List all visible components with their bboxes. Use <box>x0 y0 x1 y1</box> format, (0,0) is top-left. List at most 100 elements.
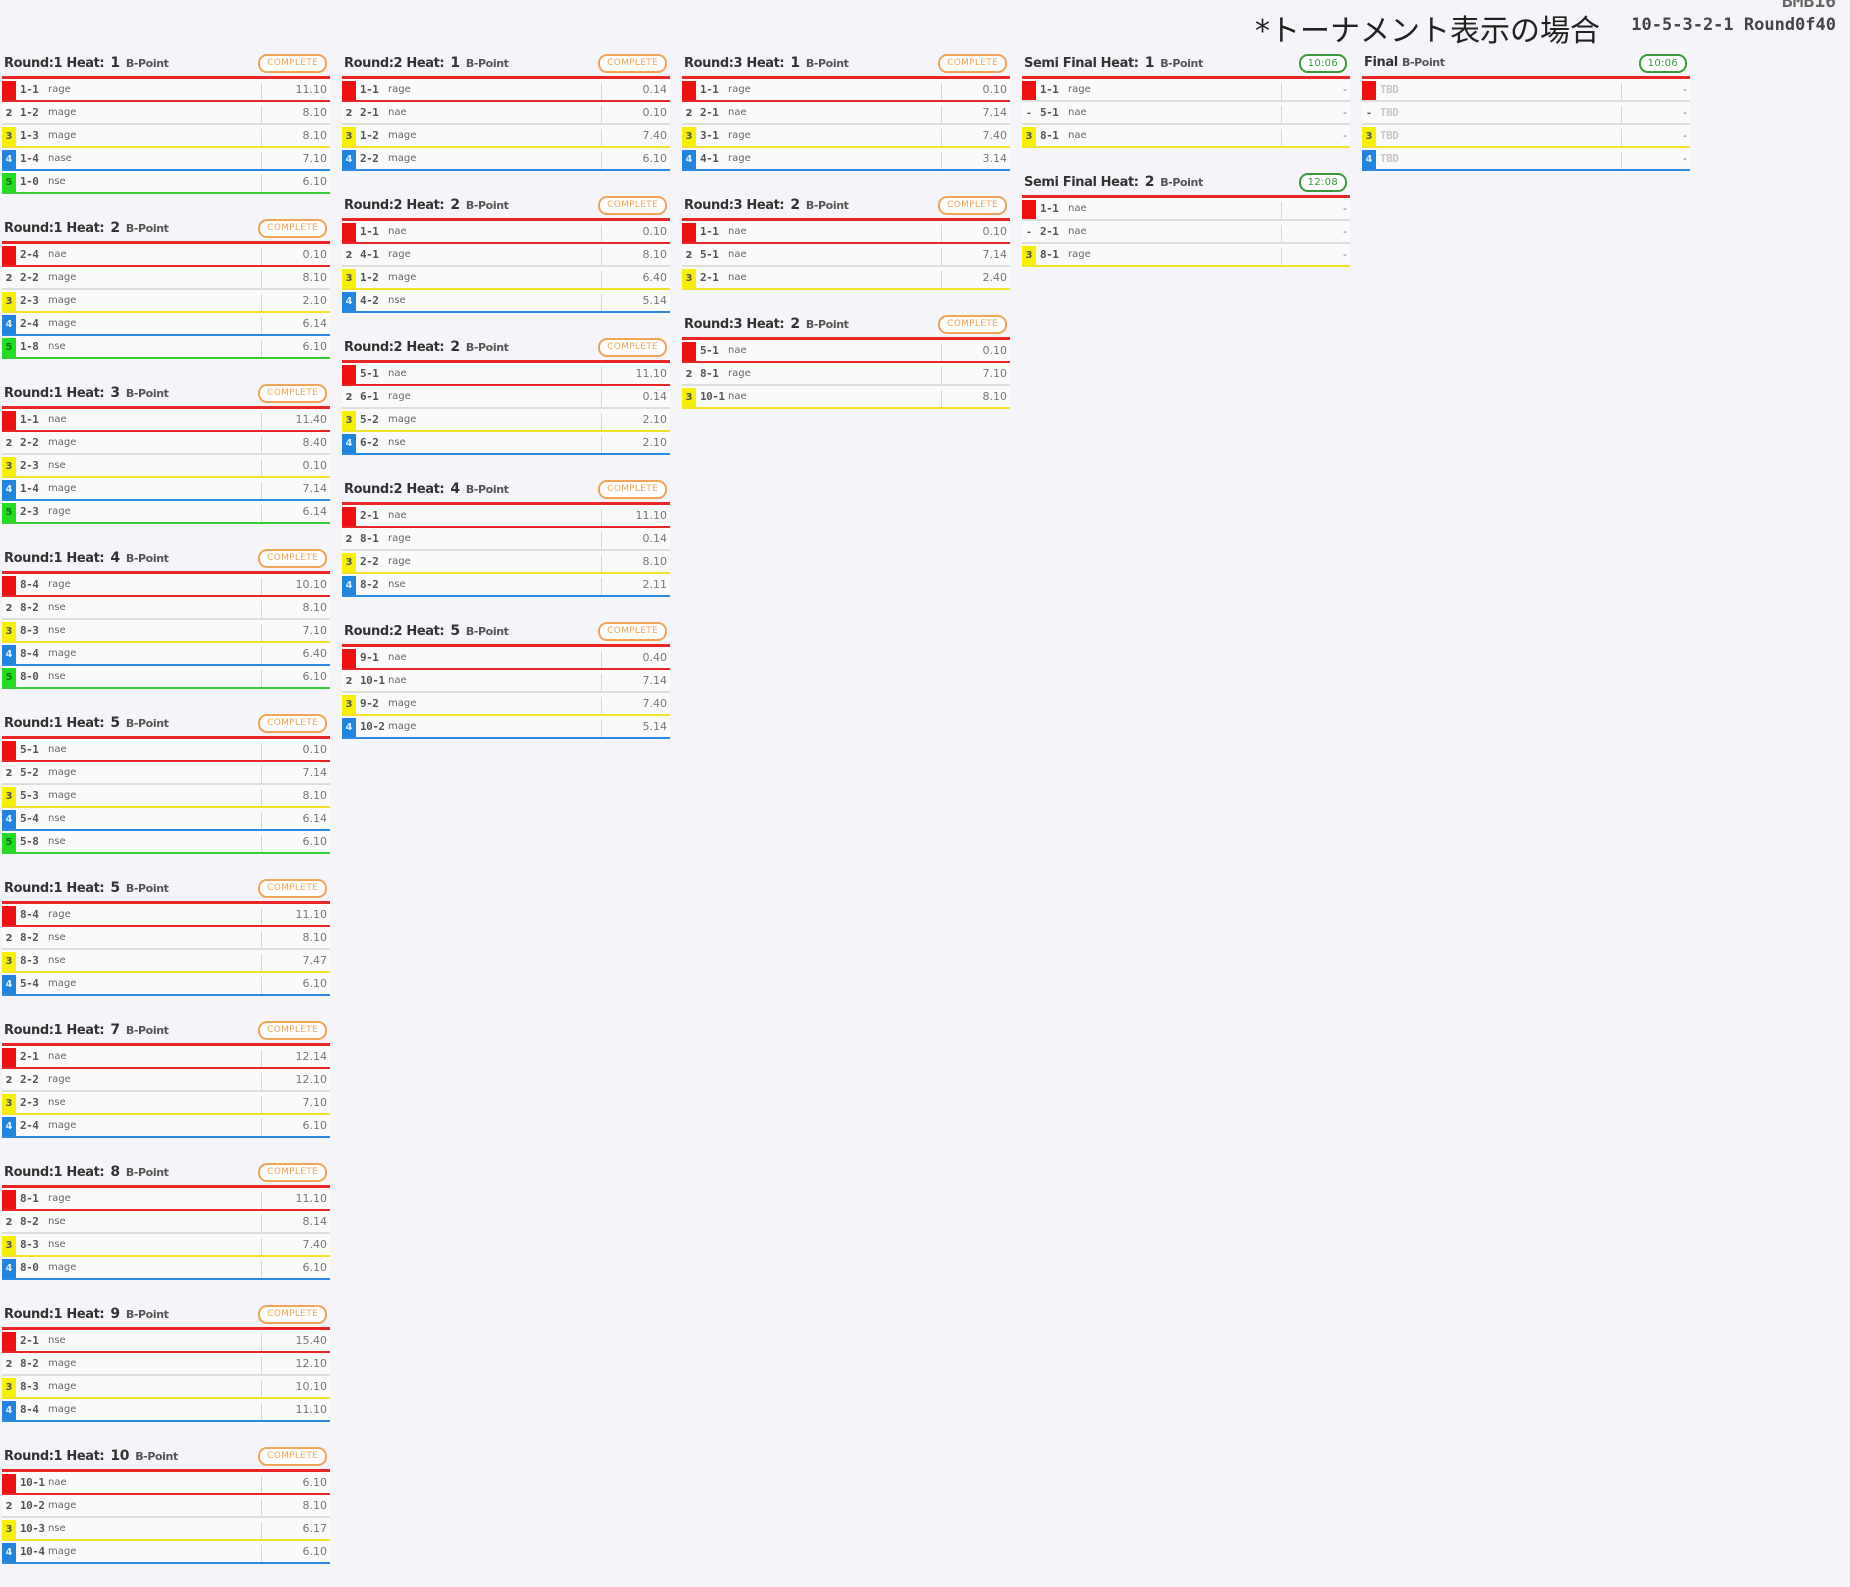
heat-row[interactable]: -TBD- <box>1362 102 1690 125</box>
